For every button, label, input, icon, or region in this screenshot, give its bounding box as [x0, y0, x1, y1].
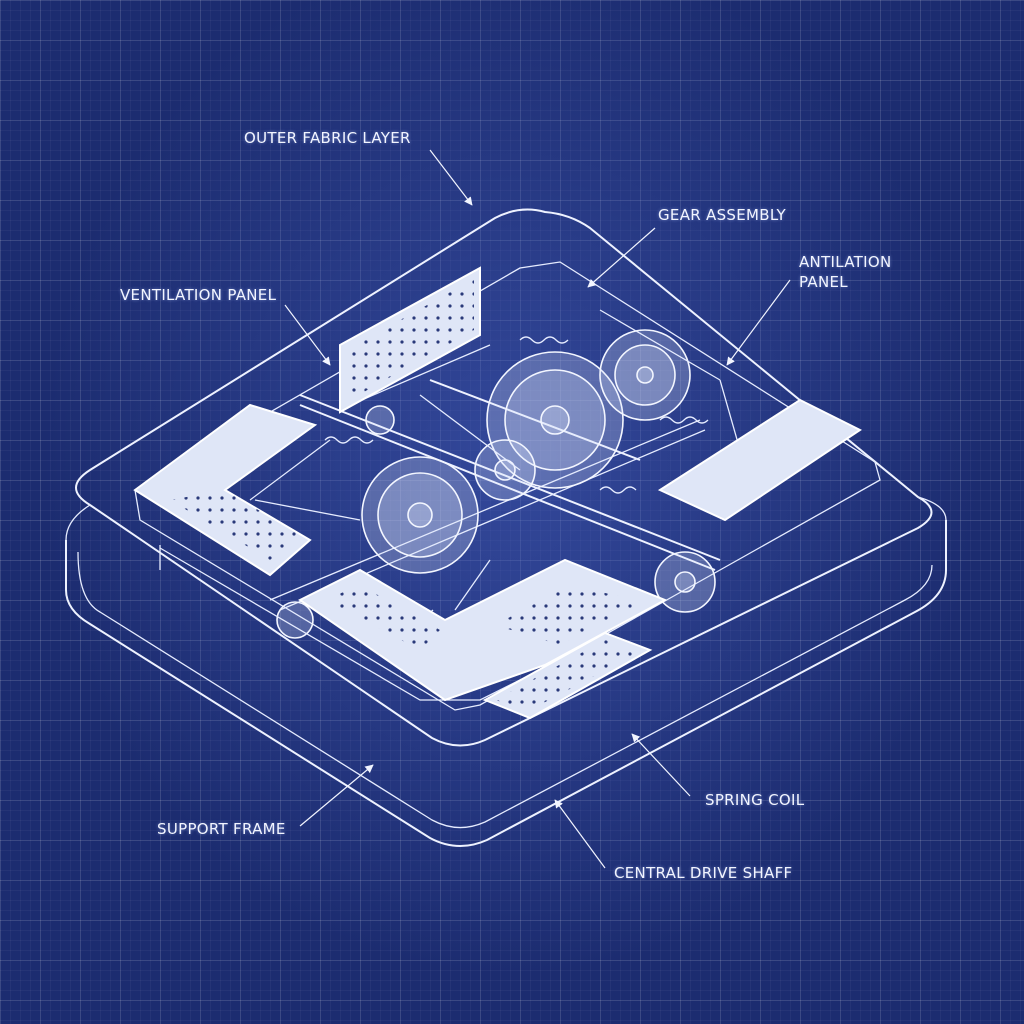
tray-inner-line [77, 551, 933, 829]
center-gear [361, 456, 479, 574]
front-l-panel [298, 558, 668, 702]
spring-coil-2 [324, 436, 374, 444]
label-support-frame: SUPPORT FRAME [157, 820, 286, 838]
label-outer-fabric-layer: OUTER FABRIC LAYER [244, 129, 411, 147]
inner-frame [134, 261, 881, 711]
tray-bottom-rim [65, 520, 947, 847]
top-gear [599, 329, 691, 421]
leader-antilation [726, 279, 791, 366]
outer-tray [65, 208, 947, 847]
spring-coil-3 [659, 416, 709, 424]
bottom-panel [482, 631, 653, 720]
panels [133, 266, 862, 720]
label-antilation-panel-line1: ANTILATION [799, 253, 892, 271]
leader-gear-assembly [587, 227, 656, 288]
right-gear [654, 551, 716, 613]
leader-ventilation [284, 304, 331, 366]
left-l-panel [133, 403, 318, 577]
right-panel [657, 398, 862, 522]
gear-assembly-drawing [276, 329, 716, 639]
label-antilation-panel-line2: PANEL [799, 273, 848, 291]
spring-coil-5 [599, 486, 637, 494]
mid-gear [474, 439, 536, 501]
label-ventilation-panel: VENTILATION PANEL [120, 286, 277, 304]
leader-support-frame [299, 764, 374, 827]
large-gear [486, 351, 624, 489]
leader-spring-coil [631, 733, 691, 797]
label-spring-coil: SPRING COIL [705, 791, 805, 809]
leader-outer-fabric [429, 149, 473, 206]
label-gear-assembly: GEAR ASSEMBLY [658, 206, 786, 224]
tray-top-rim [75, 208, 933, 747]
leader-lines [284, 149, 791, 869]
leader-central-shaft [554, 799, 606, 869]
left-small-gear [365, 405, 395, 435]
ventilation-panel-upright [339, 266, 481, 414]
spring-coil-1 [519, 336, 569, 344]
label-central-drive-shaft: CENTRAL DRIVE SHAFF [614, 864, 793, 882]
